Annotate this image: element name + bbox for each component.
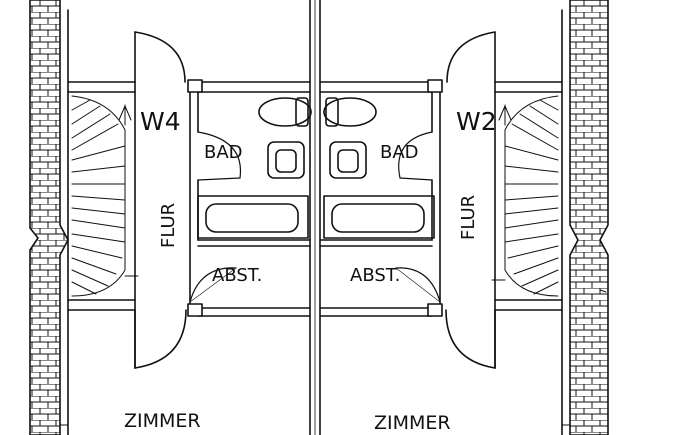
right-staircase	[491, 95, 559, 297]
right-entrance-door	[446, 31, 496, 83]
left-toilet	[258, 97, 312, 127]
right-unit-label: W2	[456, 107, 497, 136]
right-toilet	[323, 97, 377, 127]
right-bath-label: BAD	[380, 142, 419, 163]
left-room-door	[134, 309, 187, 369]
left-entrance-door	[134, 31, 186, 83]
left-storage-door	[189, 267, 237, 303]
right-interior-walls	[319, 9, 563, 435]
left-room-label: ZIMMER	[124, 410, 201, 432]
left-storage-label: ABST.	[212, 265, 262, 286]
right-storage-label: ABST.	[350, 265, 400, 286]
left-unit-label: W4	[140, 107, 181, 136]
left-bath-door	[197, 131, 242, 181]
left-hall-label: FLUR	[158, 203, 179, 248]
right-washbasin	[329, 141, 367, 179]
wall-ticks	[59, 289, 607, 426]
right-room-label: ZIMMER	[374, 412, 451, 434]
right-bath-door	[398, 131, 433, 181]
left-brick-wall	[29, 0, 69, 435]
party-wall	[309, 0, 321, 435]
left-bathtub	[197, 195, 309, 239]
right-storage-door	[395, 267, 441, 303]
right-brick-wall	[569, 0, 609, 435]
left-staircase	[71, 95, 139, 297]
left-washbasin	[267, 141, 305, 179]
left-bath-label: BAD	[204, 142, 243, 163]
right-room-door	[445, 309, 496, 369]
left-interior-walls	[67, 9, 311, 435]
right-hall-label: FLUR	[458, 195, 479, 240]
right-bathtub	[323, 195, 435, 239]
